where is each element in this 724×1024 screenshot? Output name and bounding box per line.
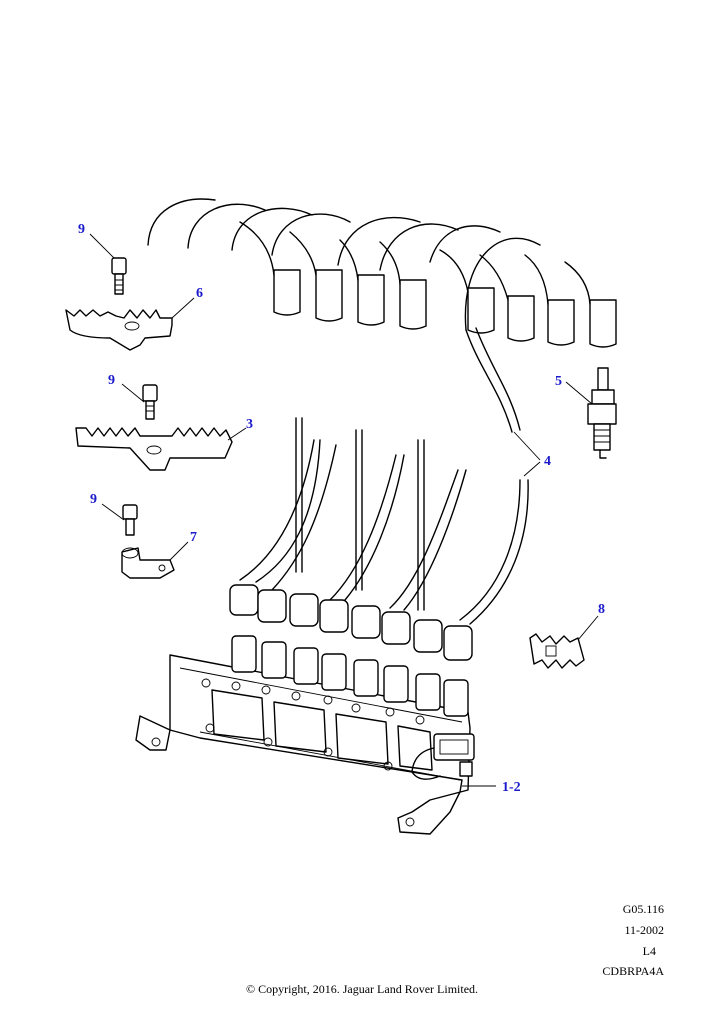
callout-3: 3 <box>246 417 253 432</box>
drawing-code: CDBRPA4A <box>602 964 664 978</box>
callout-5: 5 <box>555 374 562 389</box>
drawing-level: L4 <box>642 944 656 958</box>
callout-9-a: 9 <box>78 222 85 237</box>
bolt-item-9-a <box>111 257 127 295</box>
callout-8: 8 <box>598 602 605 617</box>
lead-clip-item-6 <box>65 309 173 351</box>
callout-1-2: 1-2 <box>502 780 521 795</box>
ignition-leads-upper <box>147 198 617 433</box>
callout-7: 7 <box>190 530 197 545</box>
lead-clip-item-8 <box>529 633 585 669</box>
callout-9-c: 9 <box>90 492 97 507</box>
callout-4: 4 <box>544 454 551 469</box>
callout-6: 6 <box>196 286 203 301</box>
bracket-item-7 <box>121 547 175 579</box>
drawing-reference: G05.116 <box>622 902 664 916</box>
callout-9-b: 9 <box>108 373 115 388</box>
lead-clip-item-3 <box>75 427 233 471</box>
spark-plug-item-5 <box>587 367 617 459</box>
bolt-item-9-c <box>122 504 138 536</box>
coil-leads <box>229 417 529 661</box>
coil-pack-assembly <box>135 635 475 835</box>
copyright-notice: © Copyright, 2016. Jaguar Land Rover Lim… <box>245 982 479 996</box>
bolt-item-9-b <box>142 384 158 420</box>
drawing-date: 11-2002 <box>624 923 664 937</box>
